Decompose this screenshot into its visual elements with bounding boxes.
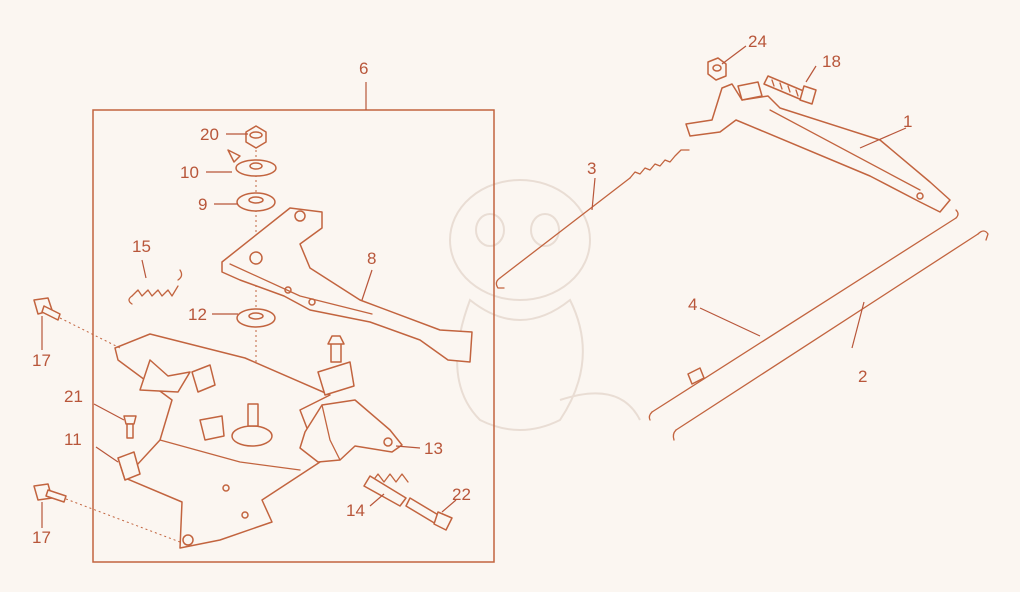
assembly-frame [92,109,495,563]
callout-8: 8 [367,249,376,268]
callout-18: 18 [822,52,841,71]
callout-1: 1 [903,112,912,131]
part-17-bolt-upper [33,297,121,349]
callout-10: 10 [180,163,199,182]
callout-11: 11 [64,430,82,449]
part-24-nut [707,57,727,81]
callout-3: 3 [587,159,596,178]
callout-17-lower: 17 [32,528,51,547]
part-1-lever [685,81,951,213]
callout-9: 9 [198,195,207,214]
part-14-spring [363,473,409,507]
part-15-spring [128,269,183,305]
callout-21: 21 [64,387,83,406]
part-9-washer [236,192,276,212]
part-4-rod [648,209,959,421]
callout-2: 2 [858,367,867,386]
callout-17-upper: 17 [32,351,51,370]
small-bracket [317,335,355,396]
leader-lines [41,45,907,528]
part-18-bolt [763,75,817,105]
part-2-rod [672,230,989,441]
callout-22: 22 [452,485,471,504]
base-bracket [114,333,331,549]
callout-14: 14 [346,501,365,520]
callout-13: 13 [424,439,443,458]
part-12-washer [236,308,276,328]
part-3-rod [495,149,690,289]
part-17-bolt-lower [33,483,181,543]
callout-4: 4 [688,295,697,314]
callout-24: 24 [748,32,767,51]
callout-20: 20 [200,125,219,144]
callout-12: 12 [188,305,207,324]
watermark [449,179,641,431]
callout-6: 6 [359,59,368,78]
part-20-nut [245,125,267,149]
part-8-control-lever [221,207,473,363]
part-21-screw [123,415,137,439]
part-10-tab-washer [227,149,277,177]
callout-15: 15 [132,237,151,256]
part-13-clamp [299,399,403,463]
part-11-clip [117,451,141,481]
part-22-bolt [405,497,453,531]
